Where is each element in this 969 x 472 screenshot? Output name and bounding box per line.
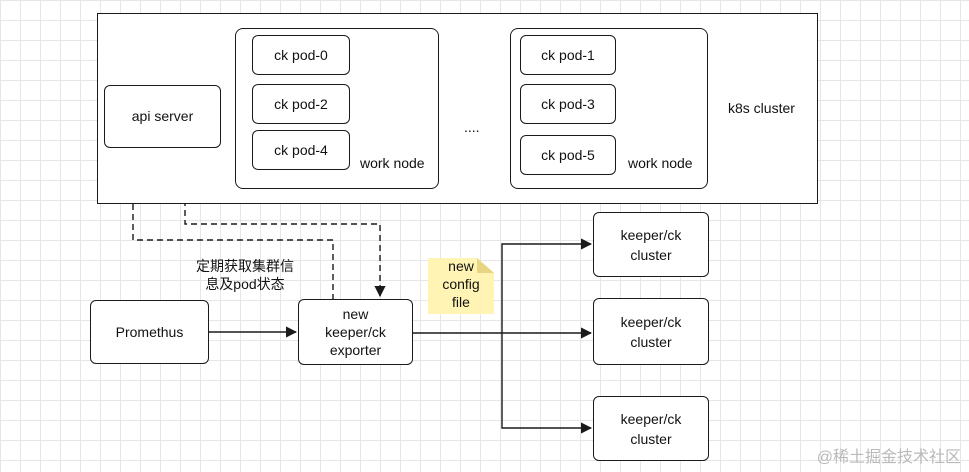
pod-box: ck pod-4	[252, 130, 350, 170]
work-node-label-2: work node	[628, 155, 693, 171]
pod-box: ck pod-3	[520, 84, 616, 124]
pod-box: ck pod-1	[520, 35, 616, 75]
work-node-box-2	[510, 28, 708, 189]
ellipsis: ....	[464, 119, 480, 135]
branch-arrow-1	[501, 238, 593, 333]
prometheus-box: Promethus	[90, 300, 209, 364]
keeper-cluster-box-3: keeper/ck cluster	[593, 396, 709, 461]
work-node-label-1: work node	[360, 155, 425, 171]
pod-box: ck pod-2	[252, 84, 350, 124]
keeper-cluster-box-2: keeper/ck cluster	[593, 298, 709, 365]
keeper-cluster-box-1: keeper/ck cluster	[593, 212, 709, 277]
config-note-text: new config file	[442, 258, 480, 310]
api-server-box: api server	[104, 85, 221, 148]
status-arrow	[184, 150, 386, 298]
pod-box: ck pod-0	[252, 35, 350, 75]
work-node-box-1	[235, 28, 439, 189]
pod-box: ck pod-5	[520, 135, 616, 175]
watermark: @稀土掘金技术社区	[816, 449, 961, 466]
exporter-box: new keeper/ck exporter	[298, 299, 413, 365]
poll-label: 定期获取集群信 息及pod状态	[196, 258, 294, 292]
branch-arrow-3	[501, 333, 593, 434]
k8s-cluster-label: k8s cluster	[728, 100, 795, 116]
